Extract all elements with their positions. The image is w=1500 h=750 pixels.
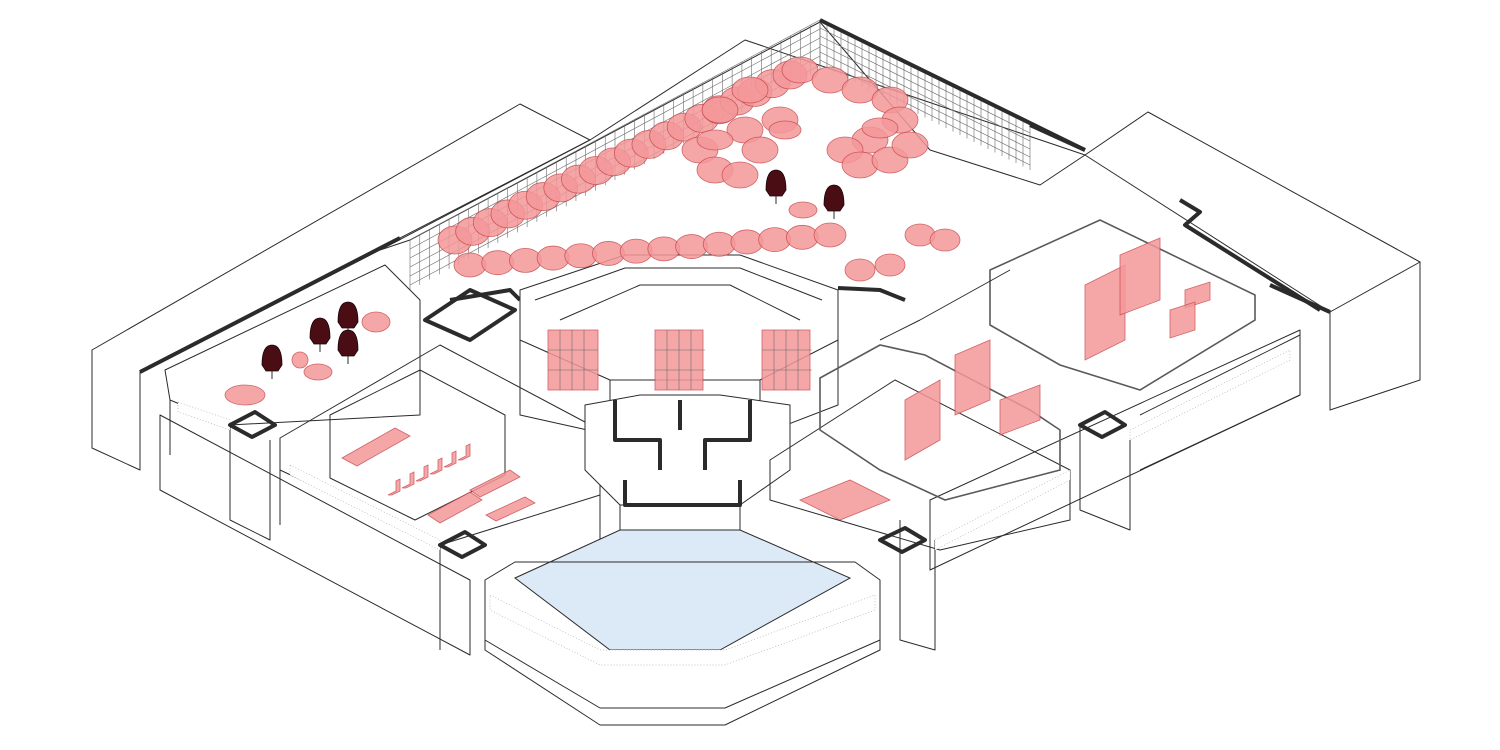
lounge-armchair [823, 184, 845, 212]
lounge-armchair [261, 344, 283, 372]
lounge-armchair [765, 169, 787, 197]
meeting-table-1 [341, 427, 411, 467]
dark-chairs [261, 169, 845, 379]
meeting-table-3 [469, 469, 521, 498]
waiting-chair [387, 478, 401, 496]
bookshelf-unit-3 [1084, 264, 1126, 361]
lounge-seat [929, 228, 961, 252]
reflecting-pool [484, 529, 881, 726]
workstation-cluster-left [547, 329, 599, 391]
waiting-chair [429, 457, 443, 475]
stair-core [584, 394, 791, 506]
corner-columns [228, 288, 1127, 559]
terrace-gravel [177, 349, 1291, 551]
lounge-seat [891, 131, 929, 159]
lounge-seat [741, 136, 779, 164]
front-podium-left [159, 414, 471, 656]
lounge-seat [874, 253, 906, 277]
lounge-seat [647, 236, 681, 262]
waiting-chair [415, 464, 429, 482]
lounge-seat [731, 76, 769, 104]
lounge-seat [785, 224, 819, 250]
bottom-workstations [799, 479, 891, 521]
grid-rail [819, 43, 1031, 150]
waiting-chair [443, 450, 457, 468]
side-table [788, 201, 818, 219]
side-table [768, 120, 802, 140]
lounge-seat [721, 161, 759, 189]
desk-block-3 [1169, 301, 1196, 339]
left-chair-row [387, 443, 471, 496]
right-office-block [799, 219, 1256, 521]
lounge-seat [592, 241, 625, 266]
grid-rail [819, 51, 1031, 158]
lounge-seat [844, 258, 876, 282]
grid-rail [409, 19, 821, 241]
lounge-seat [453, 252, 487, 278]
waiting-chair [401, 471, 415, 489]
lounge-seat [730, 229, 764, 255]
lounge-seat [564, 243, 598, 269]
bookshelf-unit-1 [904, 379, 941, 461]
central-workstations [547, 329, 812, 391]
lounge-armchair [309, 317, 331, 345]
roof-terrace-lounge [437, 56, 961, 282]
lounge-seat [702, 231, 736, 257]
grid-rail [819, 35, 1031, 142]
left-meeting-room [329, 369, 536, 524]
waiting-chair [457, 443, 471, 461]
lounge-seat [701, 96, 739, 124]
bookshelf-unit-2 [954, 339, 991, 416]
left-lounge-furniture [224, 311, 391, 406]
lounge-armchair [337, 301, 359, 329]
lounge-seat [481, 250, 515, 276]
desk-block-1 [999, 384, 1041, 436]
floor-outline [139, 18, 1331, 651]
bookshelf-unit-4 [1119, 237, 1161, 316]
left-side-block [91, 103, 591, 471]
meeting-table-4 [485, 496, 536, 522]
round-table [861, 117, 899, 139]
grid-rail [819, 27, 1031, 134]
lounge-seat [619, 238, 653, 264]
meeting-table-2 [427, 491, 483, 524]
round-table [696, 129, 734, 151]
lounge-seat [675, 234, 708, 259]
lounge-seat [508, 247, 542, 273]
lounge-armchair [337, 329, 359, 357]
lounge-seat [758, 227, 792, 253]
lounge-seat [813, 222, 847, 248]
desk-block-2 [1184, 281, 1211, 309]
lounge-seat [536, 245, 570, 271]
building-outer-massing [91, 21, 1421, 656]
